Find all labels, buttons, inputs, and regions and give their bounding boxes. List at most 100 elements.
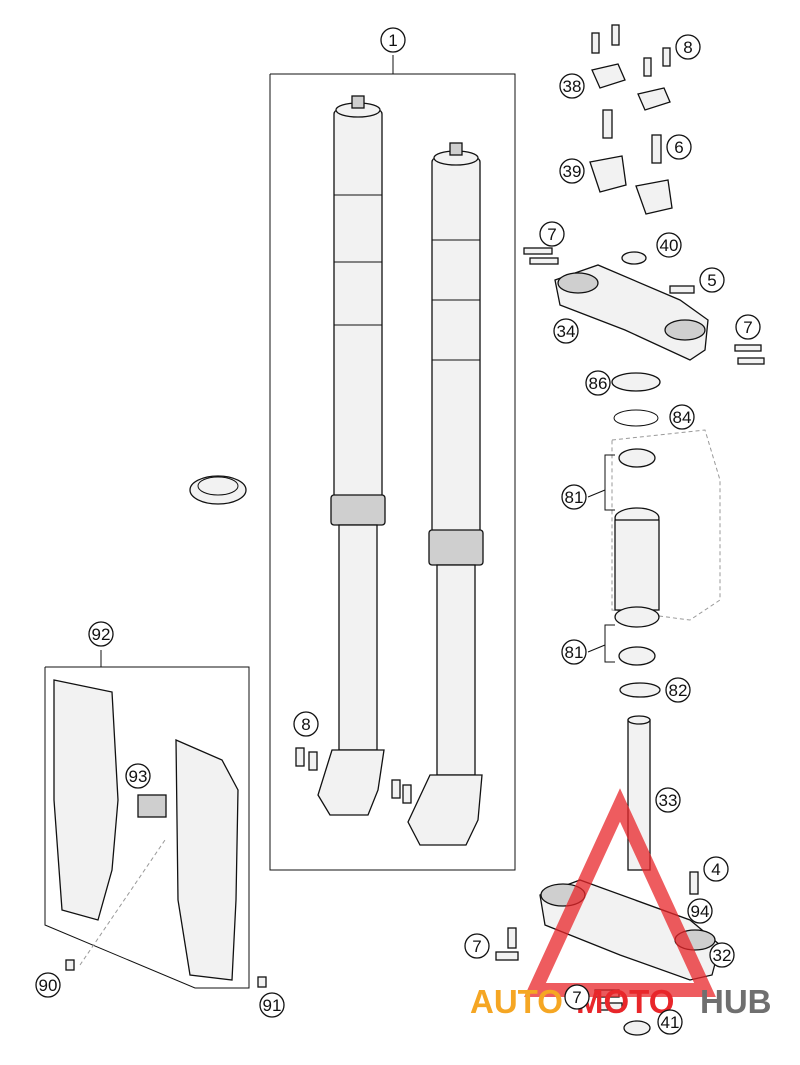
watermark-text-part2: MOTO <box>576 983 674 1020</box>
watermark-text-part3: HUB <box>700 983 772 1020</box>
callout-circle <box>35 972 61 998</box>
callout-circle <box>293 711 319 737</box>
callout-number: 7 <box>472 937 481 956</box>
callout-c7b: 7 <box>735 314 761 340</box>
callout-number: 91 <box>263 996 282 1015</box>
axle-clamp-bolts <box>295 747 412 804</box>
callout-number: 34 <box>557 322 576 341</box>
guard-screw-2 <box>257 976 267 988</box>
callout-c33: 33 <box>655 787 681 813</box>
callout-number: 41 <box>661 1013 680 1032</box>
loose-ring <box>189 475 247 505</box>
callout-c5: 5 <box>699 267 725 293</box>
bracket-81-lower <box>604 624 615 663</box>
callout-circle <box>564 984 590 1010</box>
callout-number: 81 <box>565 488 584 507</box>
callout-number: 81 <box>565 643 584 662</box>
callout-circle <box>735 314 761 340</box>
callout-number: 7 <box>547 225 556 244</box>
callout-circle <box>559 158 585 184</box>
fork-guard-left <box>53 679 119 921</box>
callout-c32: 32 <box>709 942 735 968</box>
watermark: AUTO MOTO HUB <box>470 788 772 1020</box>
callout-number: 94 <box>691 902 710 921</box>
fork-group-frame <box>269 73 516 871</box>
callout-c6: 6 <box>666 134 692 160</box>
callout-c7d: 7 <box>564 984 590 1010</box>
callout-c39: 39 <box>559 158 585 184</box>
guard-clip <box>137 794 167 818</box>
steering-head-parts <box>611 372 721 698</box>
bracket-81-upper <box>604 454 615 511</box>
callout-circle <box>655 787 681 813</box>
callout-circle <box>665 677 691 703</box>
callout-c92: 92 <box>88 621 114 647</box>
callout-c91: 91 <box>259 992 285 1018</box>
callout-c1: 1 <box>380 27 406 53</box>
callout-c7a: 7 <box>539 221 565 247</box>
callout-number: 33 <box>659 791 678 810</box>
callout-number: 40 <box>660 236 679 255</box>
callouts: 1 8 38 6 39 7 40 5 34 7 86 84 81 81 82 33 4 94 7 32 7 41 92 93 8… <box>35 27 761 1035</box>
fork-leg-right <box>407 142 484 846</box>
callout-circle <box>539 221 565 247</box>
callout-circle <box>699 267 725 293</box>
callout-circle <box>88 621 114 647</box>
callout-number: 86 <box>589 374 608 393</box>
callout-circle <box>259 992 285 1018</box>
callout-circle <box>675 34 701 60</box>
callout-circle <box>666 134 692 160</box>
callout-circle <box>559 73 585 99</box>
callout-number: 7 <box>743 318 752 337</box>
callout-c40: 40 <box>656 232 682 258</box>
callout-c4: 4 <box>703 856 729 882</box>
callout-number: 92 <box>92 625 111 644</box>
callout-number: 93 <box>129 767 148 786</box>
callout-c34: 34 <box>553 318 579 344</box>
callout-c90: 90 <box>35 972 61 998</box>
callout-number: 6 <box>674 138 683 157</box>
callout-circle <box>703 856 729 882</box>
fork-guard-frame <box>44 666 250 989</box>
fork-guard-right <box>175 739 239 981</box>
callout-circle <box>553 318 579 344</box>
callout-number: 8 <box>683 38 692 57</box>
callout-number: 4 <box>711 860 720 879</box>
callout-number: 39 <box>563 162 582 181</box>
callout-c41: 41 <box>657 1009 683 1035</box>
callout-circle <box>380 27 406 53</box>
watermark-text-part1: AUTO <box>470 983 563 1020</box>
callout-circle <box>125 763 151 789</box>
callout-number: 90 <box>39 976 58 995</box>
callout-circle <box>709 942 735 968</box>
callout-circle <box>464 933 490 959</box>
handlebar-clamps <box>589 24 673 215</box>
callout-c7c: 7 <box>464 933 490 959</box>
callout-c84: 84 <box>669 404 695 430</box>
callout-c93: 93 <box>125 763 151 789</box>
callout-number: 84 <box>673 408 692 427</box>
callout-c38: 38 <box>559 73 585 99</box>
callout-c82: 82 <box>665 677 691 703</box>
callout-circle <box>561 639 587 665</box>
upper-triple-clamp <box>523 247 765 365</box>
callout-c81a: 81 <box>561 484 587 510</box>
callout-circle <box>585 370 611 396</box>
callout-circle <box>561 484 587 510</box>
callout-number: 82 <box>669 681 688 700</box>
callout-circle <box>669 404 695 430</box>
callout-c8a: 8 <box>675 34 701 60</box>
callout-circle <box>656 232 682 258</box>
callout-circle <box>687 898 713 924</box>
callout-number: 1 <box>388 31 397 50</box>
callout-circle <box>657 1009 683 1035</box>
callout-c8b: 8 <box>293 711 319 737</box>
callout-number: 8 <box>301 715 310 734</box>
watermark-triangle <box>524 788 716 997</box>
bracket-81-lower-leader <box>587 644 606 653</box>
bracket-81-upper-leader <box>587 489 606 498</box>
callout-c94: 94 <box>687 898 713 924</box>
callout-number: 7 <box>572 988 581 1007</box>
callout-number: 5 <box>707 271 716 290</box>
